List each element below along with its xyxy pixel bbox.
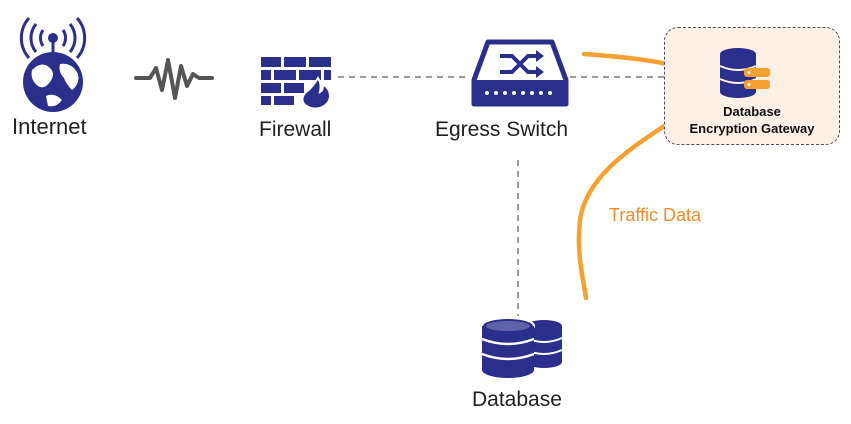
gateway-label-line1: Database	[723, 104, 781, 119]
traffic-data-label: Traffic Data	[609, 205, 702, 225]
database-icon	[481, 317, 563, 378]
internet-label: Internet	[12, 114, 87, 139]
firewall-icon	[261, 57, 332, 110]
database-label: Database	[472, 388, 562, 411]
gateway-label-line2: Encryption Gateway	[689, 121, 815, 136]
gateway-container	[664, 27, 840, 145]
firewall-label: Firewall	[259, 118, 332, 141]
gateway-label: Database Encryption Gateway	[664, 103, 840, 137]
network-switch-icon	[471, 39, 569, 107]
globe-antenna-icon	[19, 17, 87, 112]
egress-switch-label: Egress Switch	[435, 118, 569, 141]
traffic-data-path	[576, 51, 706, 301]
database-key-icon	[719, 48, 770, 98]
signal-wave-icon	[134, 58, 214, 100]
